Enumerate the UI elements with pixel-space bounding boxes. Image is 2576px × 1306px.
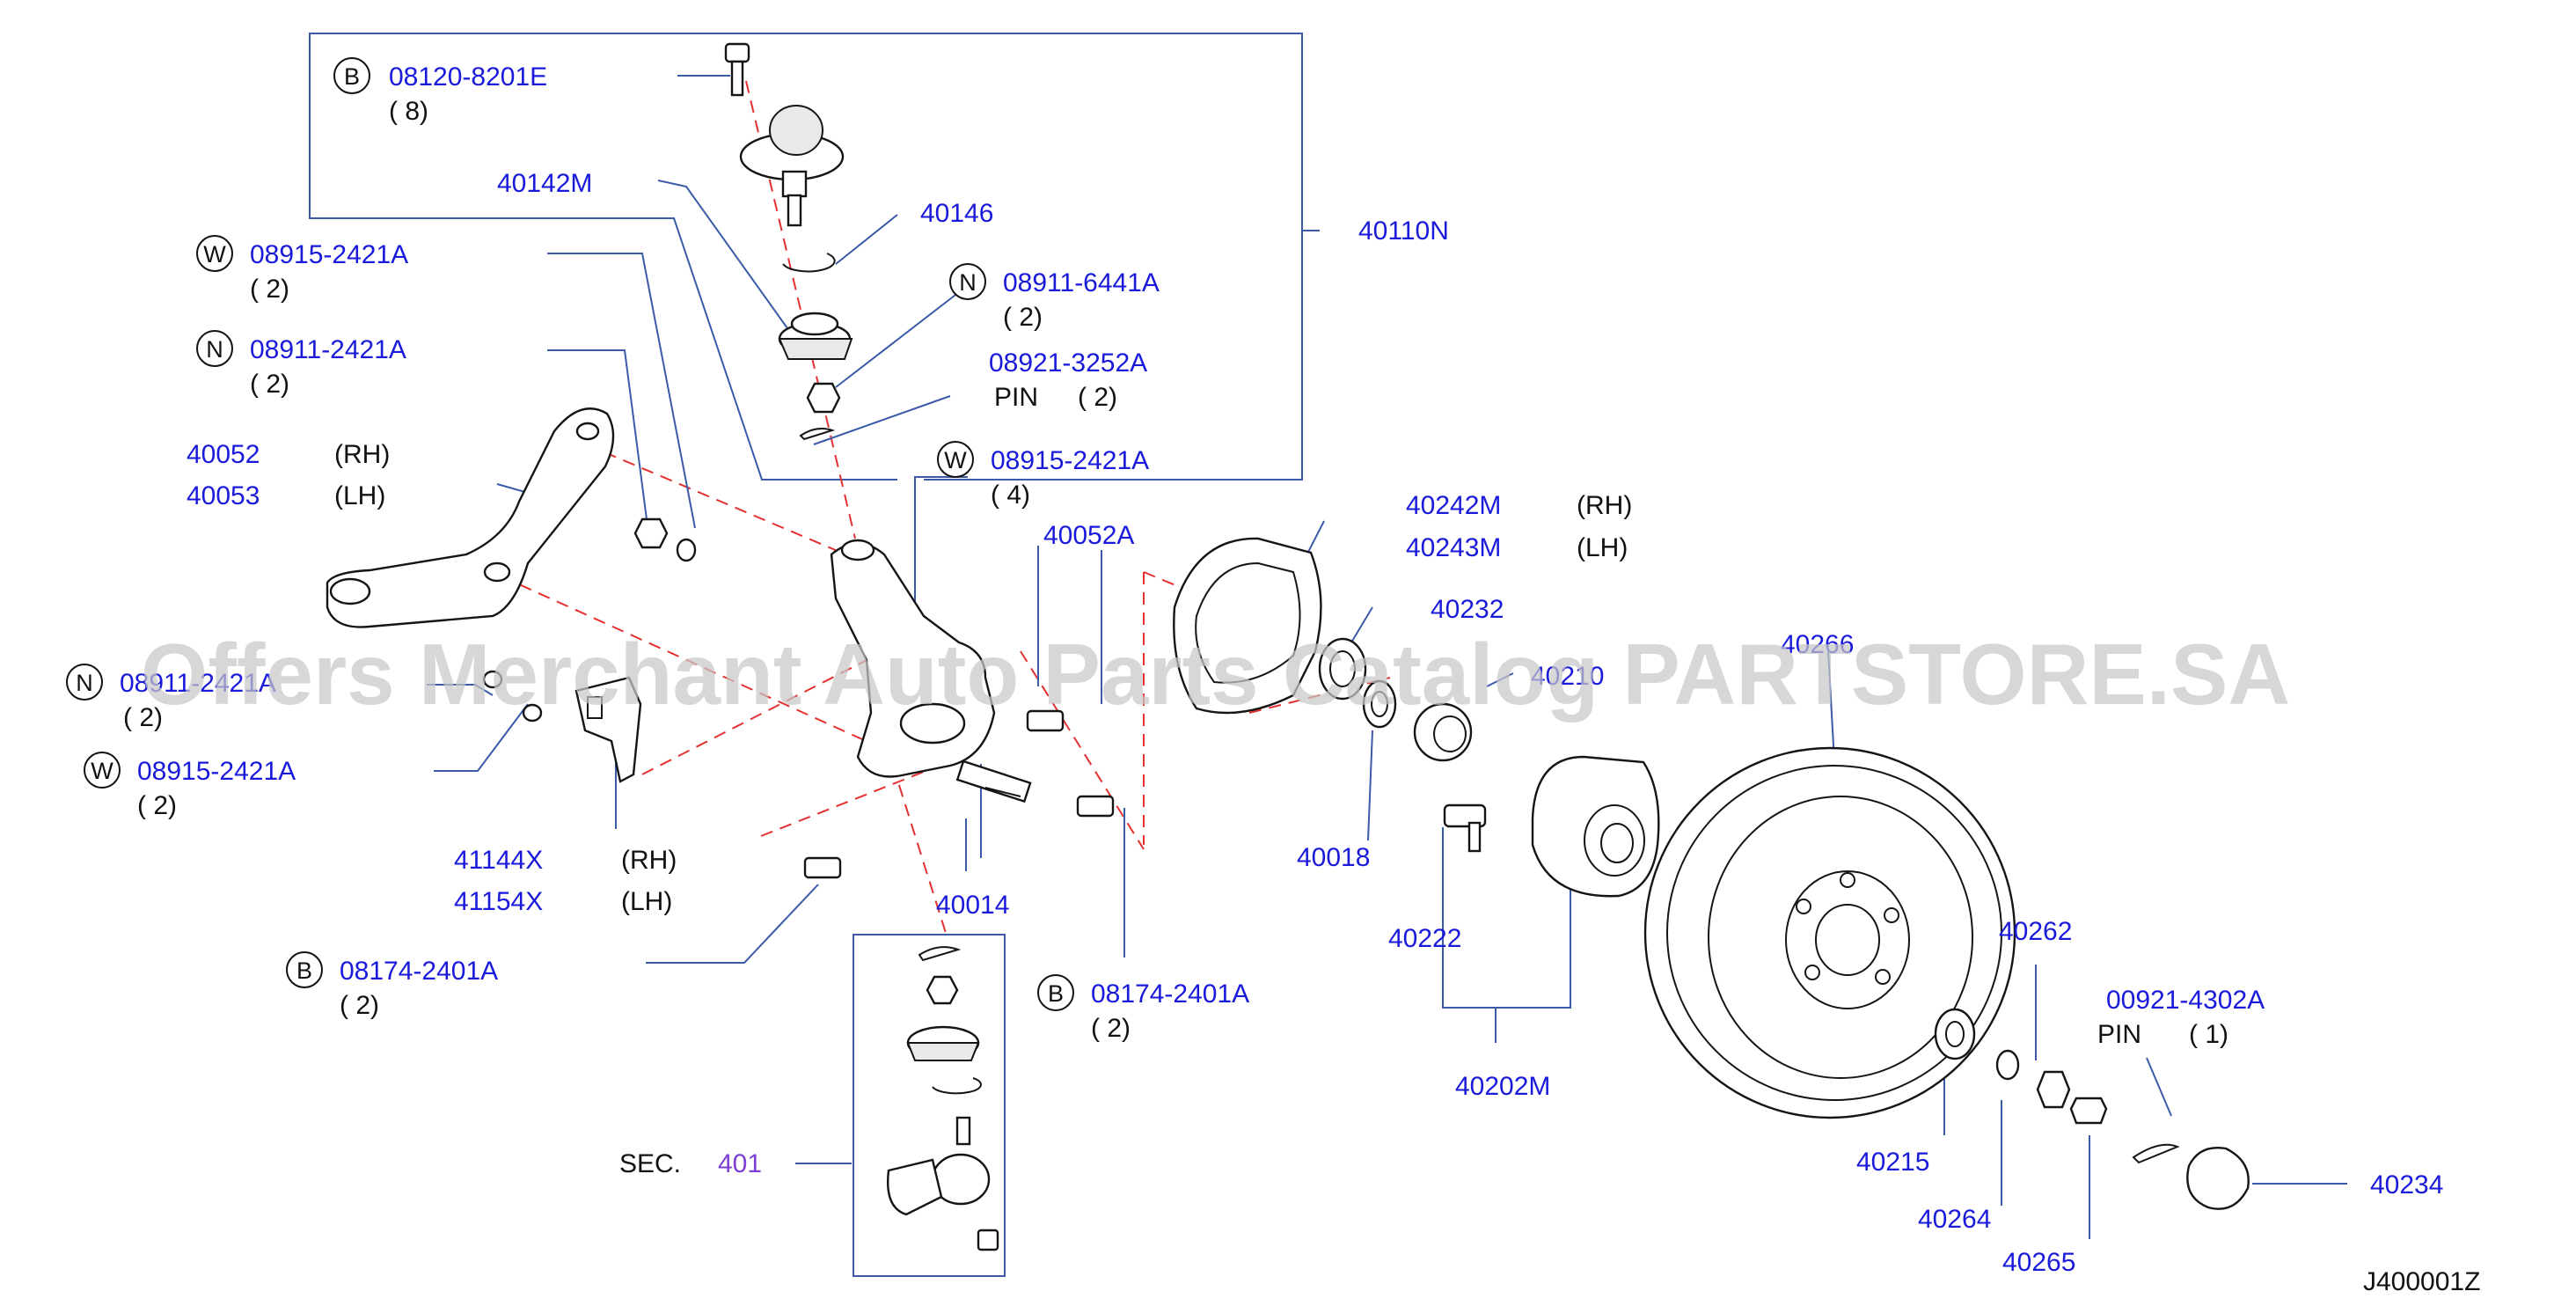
label-08174-2401a-right[interactable]: 08174-2401A <box>1091 980 1249 1009</box>
circle-marker-n-08911-6441: N <box>949 263 986 300</box>
label-40234[interactable]: 40234 <box>2370 1170 2443 1200</box>
label-08911-2421a-top[interactable]: 08911-2421A <box>250 335 406 364</box>
label-40052a[interactable]: 40052A <box>1043 521 1134 550</box>
label-40215[interactable]: 40215 <box>1856 1148 1929 1177</box>
lh-41154x: (LH) <box>621 887 672 916</box>
svg-text:N: N <box>206 336 223 363</box>
label-41154x[interactable]: 41154X <box>454 887 543 916</box>
label-40142m[interactable]: 40142M <box>497 169 592 198</box>
section-label: SEC. <box>619 1149 681 1178</box>
small-nuts-and-washers <box>482 517 1115 879</box>
qty-08911-2421a-left: ( 2) <box>123 703 163 732</box>
qty-08915-2421a-top: ( 2) <box>250 275 289 304</box>
rh-40052: (RH) <box>334 440 390 469</box>
part-labels: 08120-8201E ( 8) 40142M 40146 40110N 089… <box>120 62 2480 1296</box>
backing-plate <box>1173 537 1322 715</box>
label-40265[interactable]: 40265 <box>2002 1248 2075 1277</box>
lh-40053: (LH) <box>334 481 385 510</box>
lower-ball-joint-group-box <box>853 934 1006 1277</box>
label-08911-2421a-left[interactable]: 08911-2421A <box>120 669 276 698</box>
label-40262[interactable]: 40262 <box>1999 917 2072 946</box>
lh-40243m: (LH) <box>1577 533 1628 562</box>
svg-text:W: W <box>944 447 967 473</box>
rh-41144x: (RH) <box>621 846 677 875</box>
label-41144x[interactable]: 41144X <box>454 846 543 875</box>
label-40242m[interactable]: 40242M <box>1406 491 1501 520</box>
label-08915-2421a-left[interactable]: 08915-2421A <box>137 757 296 786</box>
label-40052[interactable]: 40052 <box>187 440 260 469</box>
label-08915-2421a-top[interactable]: 08915-2421A <box>250 240 408 269</box>
hub-nut-assembly <box>1934 1008 2250 1210</box>
label-08120-8201e[interactable]: 08120-8201E <box>389 62 547 92</box>
circle-marker-b-08174b: B <box>1037 974 1074 1011</box>
qty-08174-2401a-left: ( 2) <box>340 991 379 1020</box>
svg-text:N: N <box>76 670 93 696</box>
label-00921-4302a[interactable]: 00921-4302A <box>2106 986 2265 1015</box>
watermark-text: Offers Merchant Auto Parts Catalog PARTS… <box>141 626 2290 723</box>
svg-text:N: N <box>959 269 977 296</box>
pin-08921-3252a: PIN <box>994 383 1038 412</box>
brake-drum <box>1643 746 2016 1119</box>
qty-08120-8201e: ( 8) <box>389 97 428 126</box>
label-40018[interactable]: 40018 <box>1297 843 1370 872</box>
qty-08921-3252a: ( 2) <box>1078 383 1117 412</box>
label-40202m[interactable]: 40202M <box>1455 1072 1550 1101</box>
label-40266[interactable]: 40266 <box>1781 630 1854 659</box>
label-40053[interactable]: 40053 <box>187 481 260 510</box>
qty-08174-2401a-right: ( 2) <box>1091 1014 1131 1043</box>
circle-marker-w-08915a: W <box>196 235 233 272</box>
steering-knuckle <box>830 539 1032 803</box>
circle-marker-n-08911a: N <box>196 330 233 367</box>
svg-text:B: B <box>344 63 360 90</box>
svg-text:B: B <box>1048 980 1064 1007</box>
label-08915-2421a-mid[interactable]: 08915-2421A <box>991 446 1149 475</box>
wheel-hub <box>1531 755 1660 898</box>
qty-08915-2421a-mid: ( 4) <box>991 481 1030 510</box>
upper-ball-joint-parts <box>724 42 853 441</box>
label-08921-3252a[interactable]: 08921-3252A <box>989 349 1147 378</box>
svg-text:B: B <box>296 957 312 984</box>
svg-text:W: W <box>203 241 226 268</box>
label-40014[interactable]: 40014 <box>936 891 1009 920</box>
label-40222[interactable]: 40222 <box>1388 924 1461 953</box>
lower-ball-joint-parts <box>887 946 999 1251</box>
qty-00921-4302a: ( 1) <box>2189 1020 2228 1049</box>
label-40264[interactable]: 40264 <box>1918 1205 1991 1234</box>
bearings-and-seals <box>1318 637 1487 853</box>
label-40110n[interactable]: 40110N <box>1358 216 1449 246</box>
label-40232[interactable]: 40232 <box>1431 595 1504 624</box>
steering-arm <box>326 407 615 628</box>
label-40243m[interactable]: 40243M <box>1406 533 1501 562</box>
qty-08911-6441a: ( 2) <box>1003 303 1043 332</box>
circle-marker-w-08915b: W <box>937 441 974 478</box>
svg-text:W: W <box>91 758 113 784</box>
label-40210[interactable]: 40210 <box>1531 662 1604 691</box>
circle-marker-b-08120: B <box>333 57 370 94</box>
upper-ball-joint-group-box <box>309 33 1303 481</box>
assembly-dash-lines <box>501 80 1391 934</box>
label-40146[interactable]: 40146 <box>920 199 993 228</box>
circle-marker-n-08911b: N <box>66 664 103 701</box>
diagram-code: J400001Z <box>2363 1267 2480 1296</box>
circle-marker-w-08915c: W <box>84 752 121 789</box>
label-08911-6441a[interactable]: 08911-6441A <box>1003 268 1160 297</box>
rh-40242m: (RH) <box>1577 491 1632 520</box>
qty-08911-2421a-top: ( 2) <box>250 370 289 399</box>
pin-00921-4302a: PIN <box>2097 1020 2141 1049</box>
section-number-401[interactable]: 401 <box>718 1149 762 1178</box>
circle-marker-b-08174a: B <box>286 951 323 988</box>
brake-bracket <box>574 676 642 783</box>
qty-08915-2421a-left: ( 2) <box>137 791 177 820</box>
label-08174-2401a-left[interactable]: 08174-2401A <box>340 957 498 986</box>
